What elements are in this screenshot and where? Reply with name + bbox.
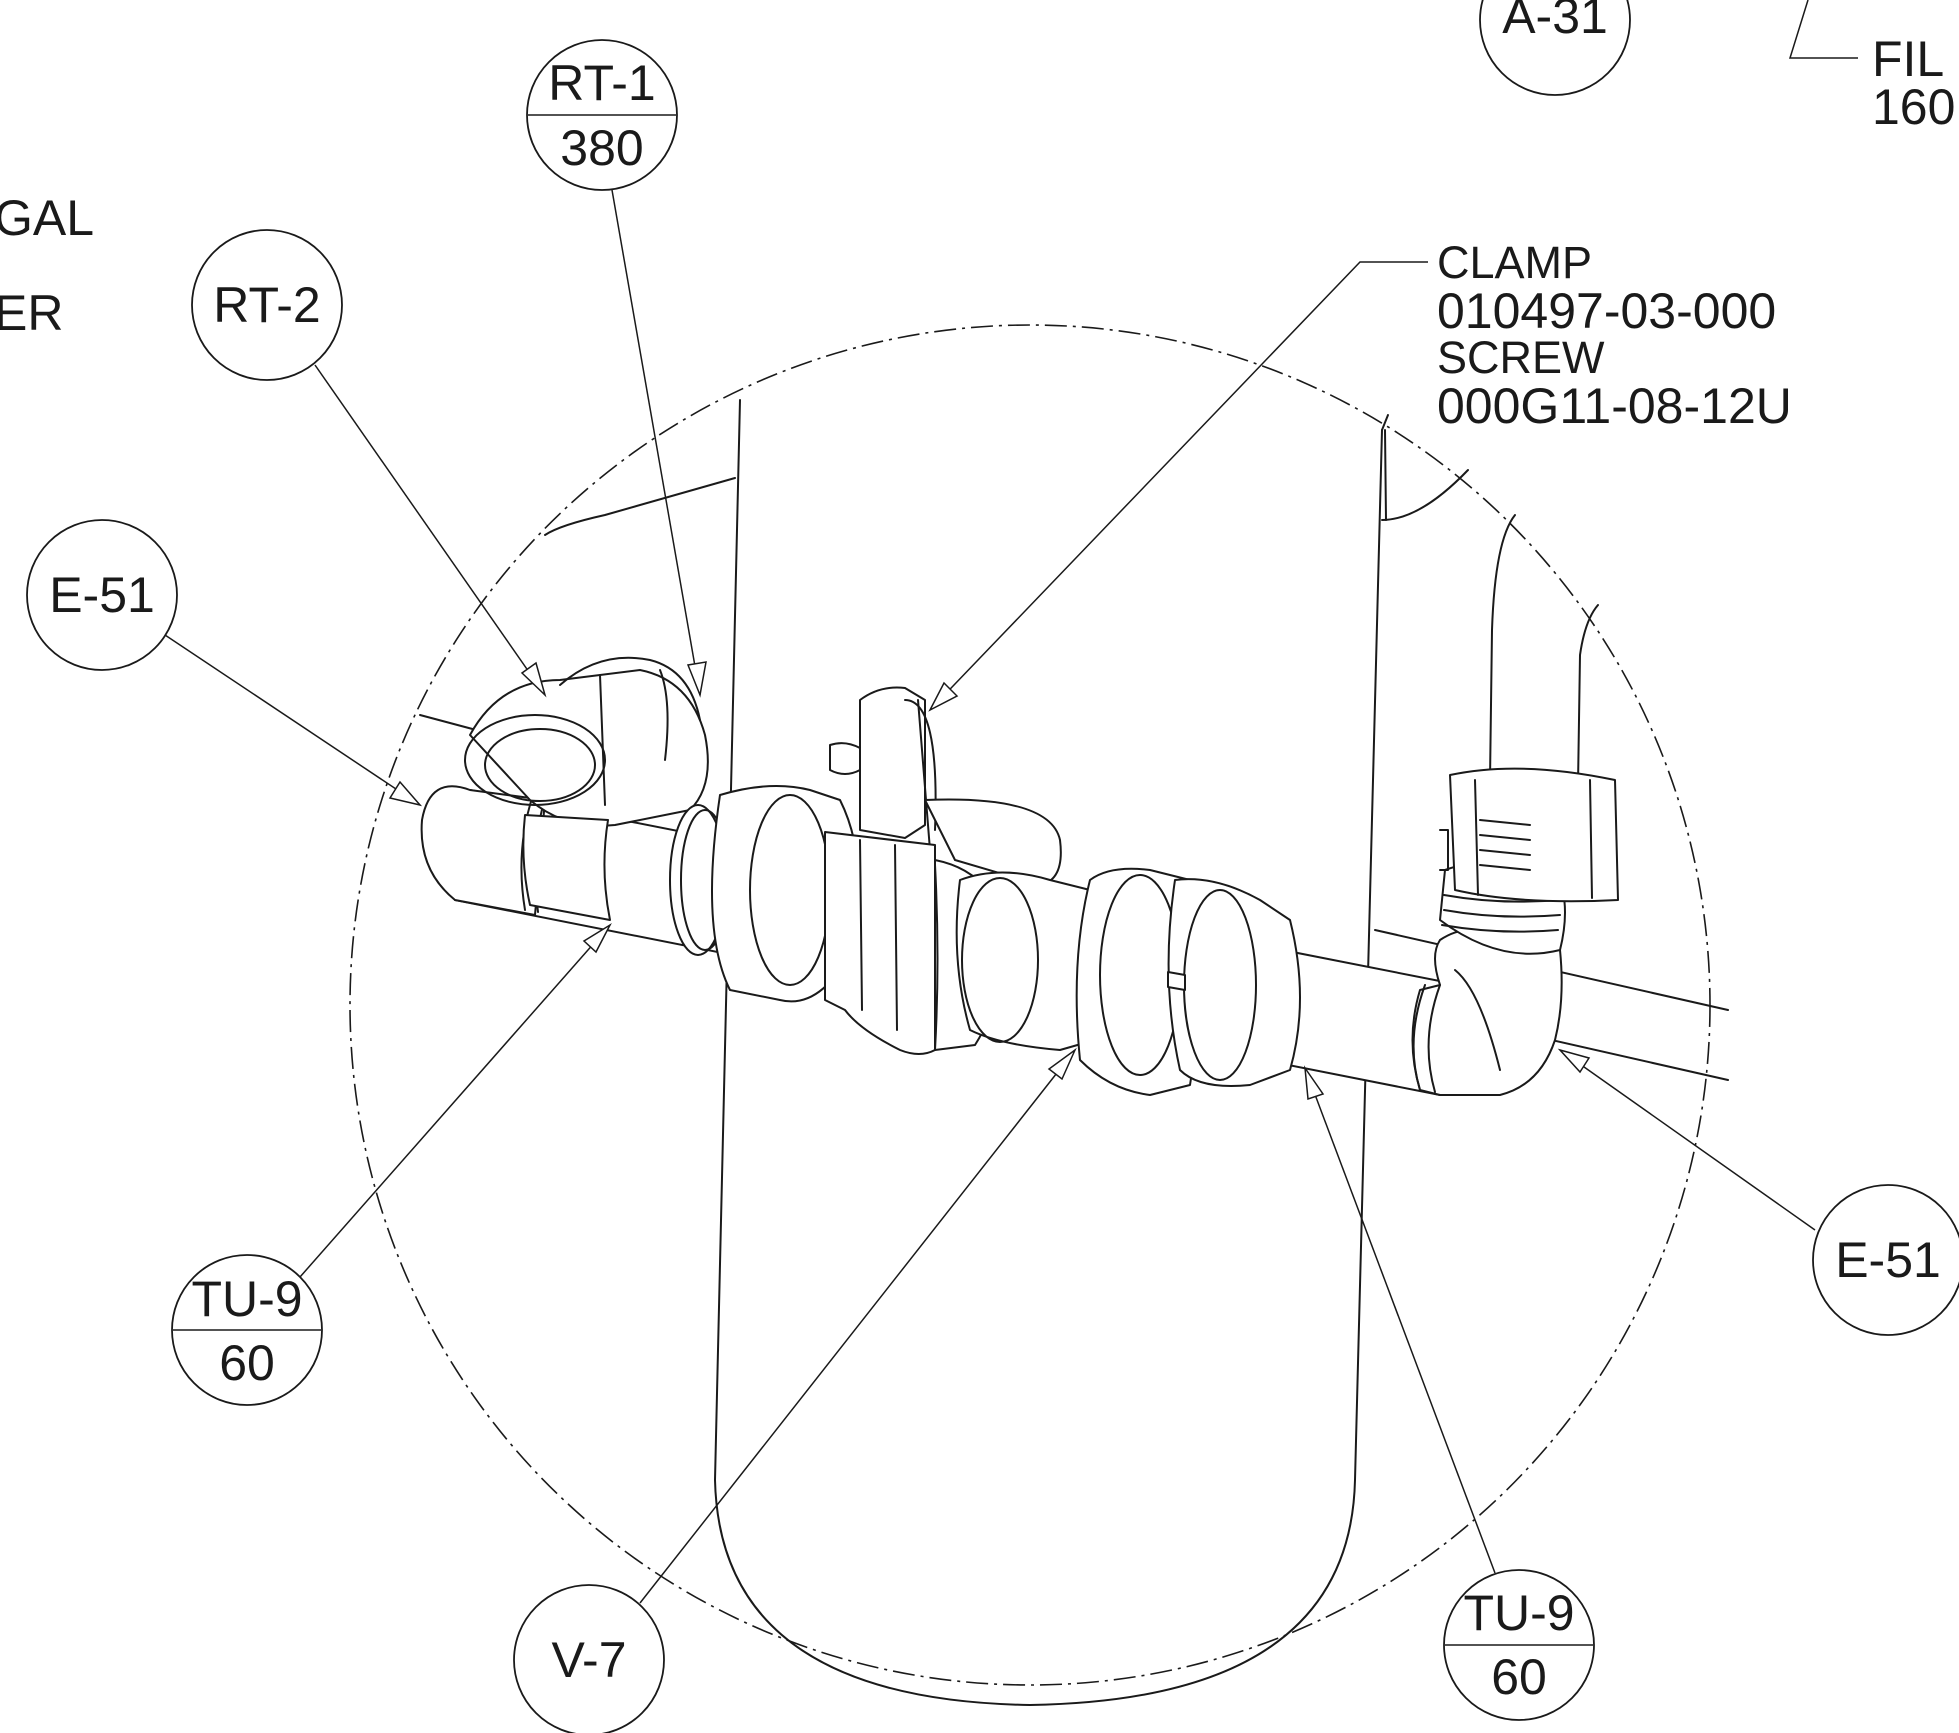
callout-tu9-left: TU-9 60: [171, 1254, 323, 1406]
callout-e51-left: E-51: [26, 519, 178, 671]
right-elbow: [1411, 929, 1563, 1096]
callout-e51-left-text: E-51: [49, 567, 155, 623]
callout-rt1-tag: RT-1: [548, 55, 655, 111]
callout-e51-right-text: E-51: [1835, 1232, 1941, 1288]
callout-rt2: RT-2: [191, 229, 343, 381]
callout-a31-text: A-31: [1502, 0, 1608, 44]
screw-label: SCREW: [1437, 332, 1605, 383]
vertical-tube: [1489, 514, 1599, 786]
callout-rt1: RT-1 380: [526, 39, 678, 191]
fil-leader: [1788, 0, 1858, 59]
clamp-label: CLAMP: [1437, 237, 1592, 288]
left-coupling: [522, 785, 860, 1003]
er-partial-text: ER: [0, 285, 63, 341]
gal-partial-text: GAL: [0, 190, 94, 246]
valve-body: [955, 867, 1301, 1096]
upper-nut: [464, 656, 709, 827]
callout-tu9-left-tag: TU-9: [191, 1271, 302, 1327]
screw-part-number: 000G11-08-12U: [1437, 378, 1792, 434]
callout-rt2-text: RT-2: [213, 277, 320, 333]
fil-number-partial-text: 160: [1872, 79, 1955, 135]
callout-tu9-right: TU-9 60: [1443, 1569, 1595, 1721]
callout-tu9-left-qty: 60: [219, 1335, 275, 1391]
callout-v7: V-7: [513, 1584, 665, 1733]
callout-tu9-right-tag: TU-9: [1463, 1585, 1574, 1641]
compression-fitting: [1439, 767, 1619, 955]
callout-v7-text: V-7: [551, 1632, 626, 1688]
clamp-screw-note: CLAMP 010497-03-000 SCREW 000G11-08-12U: [1437, 237, 1792, 434]
callout-a31: A-31: [1479, 0, 1631, 96]
callout-e51-right: E-51: [1812, 1184, 1959, 1336]
callout-rt1-qty: 380: [560, 120, 643, 176]
clamp-part-number: 010497-03-000: [1437, 283, 1776, 339]
leader-lines: [164, 189, 1816, 1604]
fil-partial-text: FIL: [1872, 31, 1944, 87]
callout-tu9-right-qty: 60: [1491, 1649, 1547, 1705]
